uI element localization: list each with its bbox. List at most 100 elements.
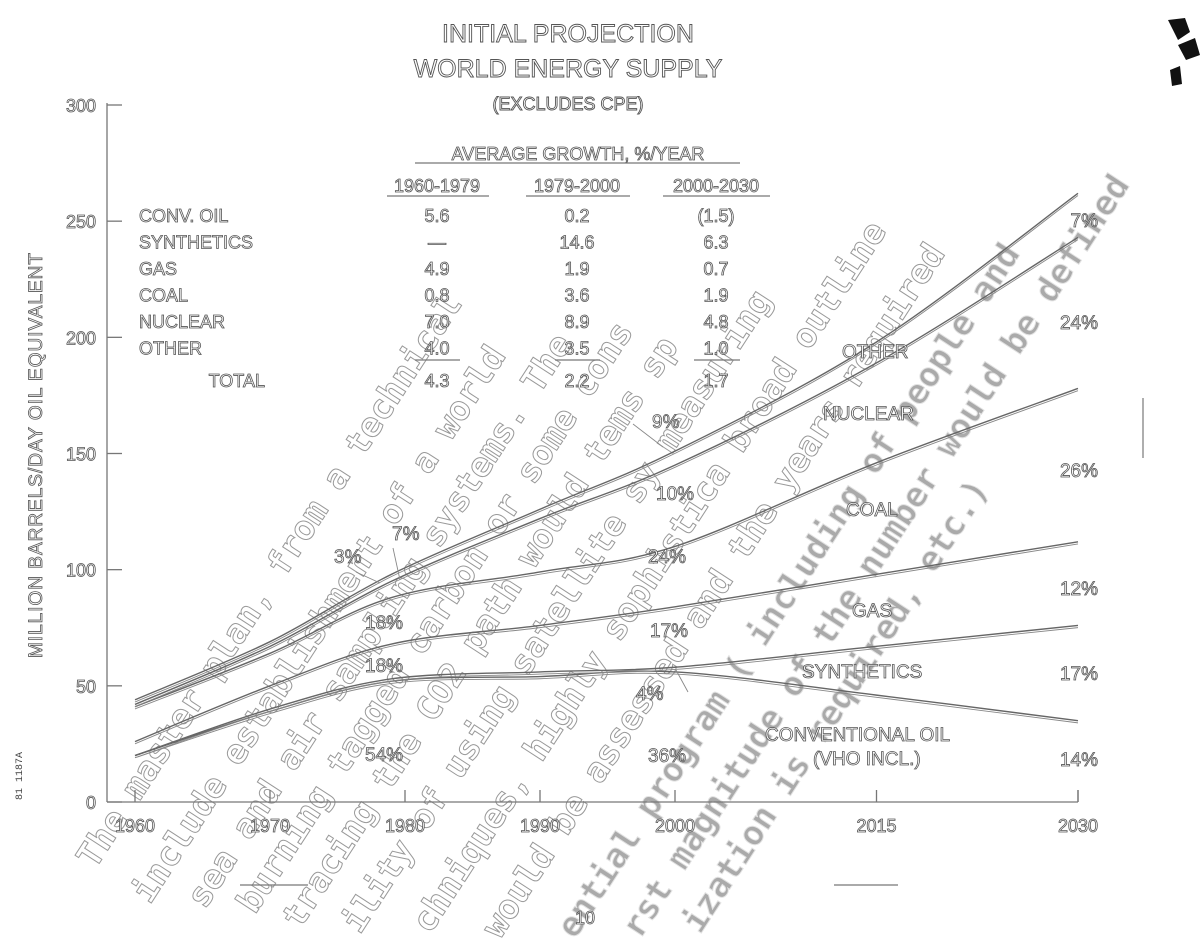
series-line-shadow-coal xyxy=(134,390,1079,710)
x-axis-ticks: 1960 1970 1980 1990 2000 2015 2030 xyxy=(115,790,1098,836)
growth-row-label: GAS xyxy=(139,259,177,279)
growth-table: AVERAGE GROWTH, %/YEAR 1960-1979 1979-20… xyxy=(139,144,770,391)
growth-row-value: 14.6 xyxy=(559,233,594,253)
margin-doc-number: 81 1187A xyxy=(15,752,26,800)
watermark-text: The master plan, from a technicalinclude… xyxy=(69,167,1139,944)
y-axis-ticks: 0 50 100 150 200 250 300 xyxy=(66,96,122,813)
series-label-coal: COAL xyxy=(846,500,898,521)
growth-row-value: 3.5 xyxy=(564,339,589,359)
growth-row-value: 4.0 xyxy=(424,339,449,359)
growth-row-value: 5.6 xyxy=(424,206,449,226)
growth-row-label: OTHER xyxy=(139,339,202,359)
chart-subtitle: WORLD ENERGY SUPPLY xyxy=(414,55,723,83)
share-1979-coal: 18% xyxy=(365,613,403,634)
growth-row-label: COAL xyxy=(139,286,188,306)
x-tick-label: 2030 xyxy=(1058,816,1098,836)
x-tick-label: 1980 xyxy=(385,816,425,836)
share-2000-other: 9% xyxy=(652,412,680,433)
growth-table-rows: CONV. OIL 5.6 0.2 (1.5) SYNTHETICS — 14.6 6.3GA… xyxy=(139,206,735,359)
growth-row-value: 8.9 xyxy=(564,312,589,332)
share-2000-nuclear: 10% xyxy=(656,484,694,505)
series-line-shadow-gas xyxy=(134,543,1079,745)
x-tick-label: 1990 xyxy=(520,816,560,836)
series-line-shadow-synthetics xyxy=(134,627,1079,759)
series-label-conventional-oil: CONVENTIONAL OIL xyxy=(765,725,950,746)
share-2000-gas: 17% xyxy=(650,621,688,642)
share-2030-nuclear: 24% xyxy=(1060,313,1098,334)
share-1979-other: 7% xyxy=(392,524,420,545)
growth-row-value: 0.7 xyxy=(703,259,728,279)
growth-row-label: SYNTHETICS xyxy=(139,233,253,253)
share-2030-coal: 26% xyxy=(1060,461,1098,482)
series-label-other: OTHER xyxy=(842,342,909,363)
growth-row-value: 1.9 xyxy=(703,286,728,306)
series-line-nuclear xyxy=(134,236,1079,706)
scan-blot xyxy=(1168,18,1200,86)
total-value-1: 4.3 xyxy=(424,371,449,391)
series-label-vho-incl: (VHO INCL.) xyxy=(813,749,921,770)
growth-row-value: 6.3 xyxy=(703,233,728,253)
chart-title: INITIAL PROJECTION xyxy=(442,20,694,48)
period-header-2: 1979-2000 xyxy=(534,176,620,196)
series-line-other xyxy=(134,192,1079,701)
growth-row-value: 4.9 xyxy=(424,259,449,279)
share-1979-oil: 54% xyxy=(365,745,403,766)
pointer-2000-synthetics xyxy=(675,669,689,693)
growth-row-value: 7.0 xyxy=(424,312,449,332)
y-tick-label: 0 xyxy=(86,793,96,813)
growth-table-header: AVERAGE GROWTH, %/YEAR xyxy=(452,144,705,164)
x-tick-label: 2000 xyxy=(655,816,695,836)
period-header-1: 1960-1979 xyxy=(394,176,480,196)
share-1979-gas: 18% xyxy=(365,656,403,677)
growth-row-value: 1.9 xyxy=(564,259,589,279)
period-header-3: 2000-2030 xyxy=(673,176,759,196)
growth-row-value: 0.2 xyxy=(564,206,589,226)
series-labels: OTHER NUCLEAR COAL GAS SYNTHETICS CONVEN… xyxy=(765,342,951,771)
series-label-synthetics: SYNTHETICS xyxy=(802,662,922,683)
data-series xyxy=(134,192,1079,759)
x-tick-label: 1960 xyxy=(115,816,155,836)
y-tick-label: 250 xyxy=(66,212,96,232)
share-2000-oil: 36% xyxy=(648,746,686,767)
share-2030-oil: 14% xyxy=(1060,750,1098,771)
growth-row-value: 3.6 xyxy=(564,286,589,306)
pointer-1979-nuclear xyxy=(355,571,381,584)
growth-row-value: — xyxy=(428,233,446,253)
chart-note: (EXCLUDES CPE) xyxy=(492,94,643,114)
series-label-gas: GAS xyxy=(852,601,892,622)
growth-row-label: NUCLEAR xyxy=(139,312,225,332)
page-number: 10 xyxy=(575,908,595,928)
growth-row-value: 4.8 xyxy=(703,312,728,332)
pointer-1979-other xyxy=(392,547,401,581)
series-line-coal xyxy=(134,387,1079,708)
growth-row-value: (1.5) xyxy=(697,206,734,226)
x-tick-label: 2015 xyxy=(856,816,896,836)
x-tick-label: 1970 xyxy=(250,816,290,836)
share-2030-synthetics: 17% xyxy=(1060,664,1098,685)
pointer-2000-other xyxy=(632,423,664,448)
share-2030-other: 7% xyxy=(1071,211,1099,232)
growth-row-value: 0.8 xyxy=(424,286,449,306)
total-label: TOTAL xyxy=(209,371,265,391)
series-line-shadow-nuclear xyxy=(134,239,1079,708)
series-line-shadow-conventional-oil-vho-incl xyxy=(134,672,1079,759)
share-labels: 7% 3% 18% 18% 54% 9% 10% 24% 17% 4% 36% … xyxy=(334,211,1099,772)
series-line-synthetics xyxy=(134,624,1079,757)
share-2030-gas: 12% xyxy=(1060,579,1098,600)
total-value-2: 2.2 xyxy=(564,371,589,391)
growth-row-label: CONV. OIL xyxy=(139,206,228,226)
share-2000-coal: 24% xyxy=(648,547,686,568)
y-tick-label: 150 xyxy=(66,445,96,465)
growth-row-value: 1.0 xyxy=(703,339,728,359)
y-tick-label: 200 xyxy=(66,328,96,348)
series-line-shadow-other xyxy=(134,195,1079,703)
y-tick-label: 300 xyxy=(66,96,96,116)
share-2000-synthetics: 4% xyxy=(636,684,664,705)
axes: 0 50 100 150 200 250 300 1960 1970 1980 1990 2000 2… xyxy=(26,96,1099,837)
y-tick-label: 50 xyxy=(76,677,96,697)
share-1979-nuclear: 3% xyxy=(334,547,362,568)
series-line-gas xyxy=(134,541,1079,743)
y-tick-label: 100 xyxy=(66,561,96,581)
y-axis-label: MILLION BARRELS/DAY OIL EQUIVALENT xyxy=(26,252,47,658)
